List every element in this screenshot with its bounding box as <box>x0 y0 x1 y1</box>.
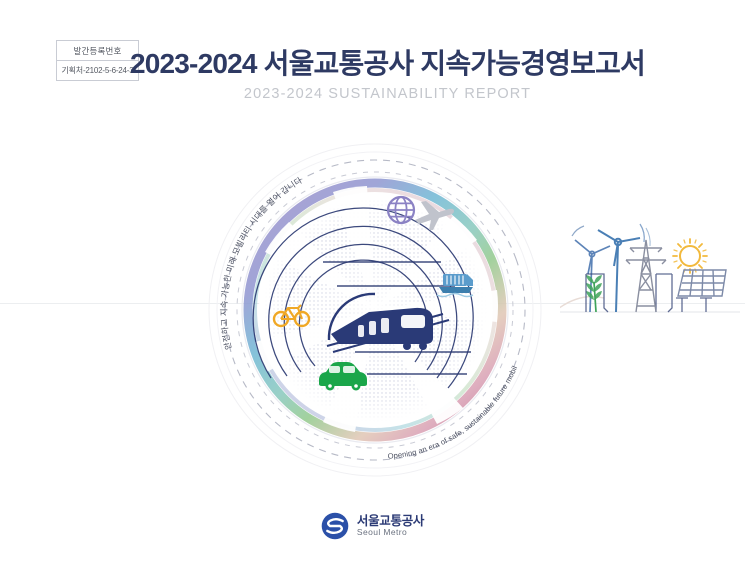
sun-icon <box>672 238 708 274</box>
power-transmission-tower-icon <box>625 239 667 313</box>
publication-registration-box: 발간등록번호 기획처-2102-5-6-24-3 <box>56 40 139 81</box>
seoul-metro-logo: 서울교통공사 Seoul Metro <box>0 512 745 540</box>
subway-train-icon <box>326 292 450 353</box>
report-title-korean: 2023-2024 서울교통공사 지속가능경영보고서 <box>129 48 646 79</box>
circuit-lines <box>585 273 712 313</box>
registration-number: 기획처-2102-5-6-24-3 <box>61 66 134 75</box>
logo-name-english: Seoul Metro <box>356 527 408 538</box>
registration-label: 발간등록번호 <box>57 41 138 61</box>
solar-panel-icon <box>677 269 727 297</box>
car-icon <box>319 362 367 391</box>
ship-icon <box>436 274 474 298</box>
logo-name-korean: 서울교통공사 <box>356 513 425 528</box>
dashed-outer-arc <box>224 159 526 461</box>
wind-turbine-icon <box>571 225 611 313</box>
airplane-icon <box>415 201 454 230</box>
wheat-plant-icon <box>586 275 602 313</box>
globe-icon <box>386 195 416 225</box>
report-title-english: 2023-2024 SUSTAINABILITY REPORT <box>243 86 532 102</box>
bicycle-icon <box>272 304 311 328</box>
central-mobility-emblem: 안전하고 지속 가능한 미래 모빌리티 시대를 열어 갑니다 Opening a… <box>205 140 545 480</box>
seoul-metro-logo-mark <box>321 512 349 540</box>
gradient-color-ring <box>243 178 507 442</box>
renewable-energy-illustration <box>560 212 740 332</box>
wind-turbine-icon <box>597 223 651 313</box>
